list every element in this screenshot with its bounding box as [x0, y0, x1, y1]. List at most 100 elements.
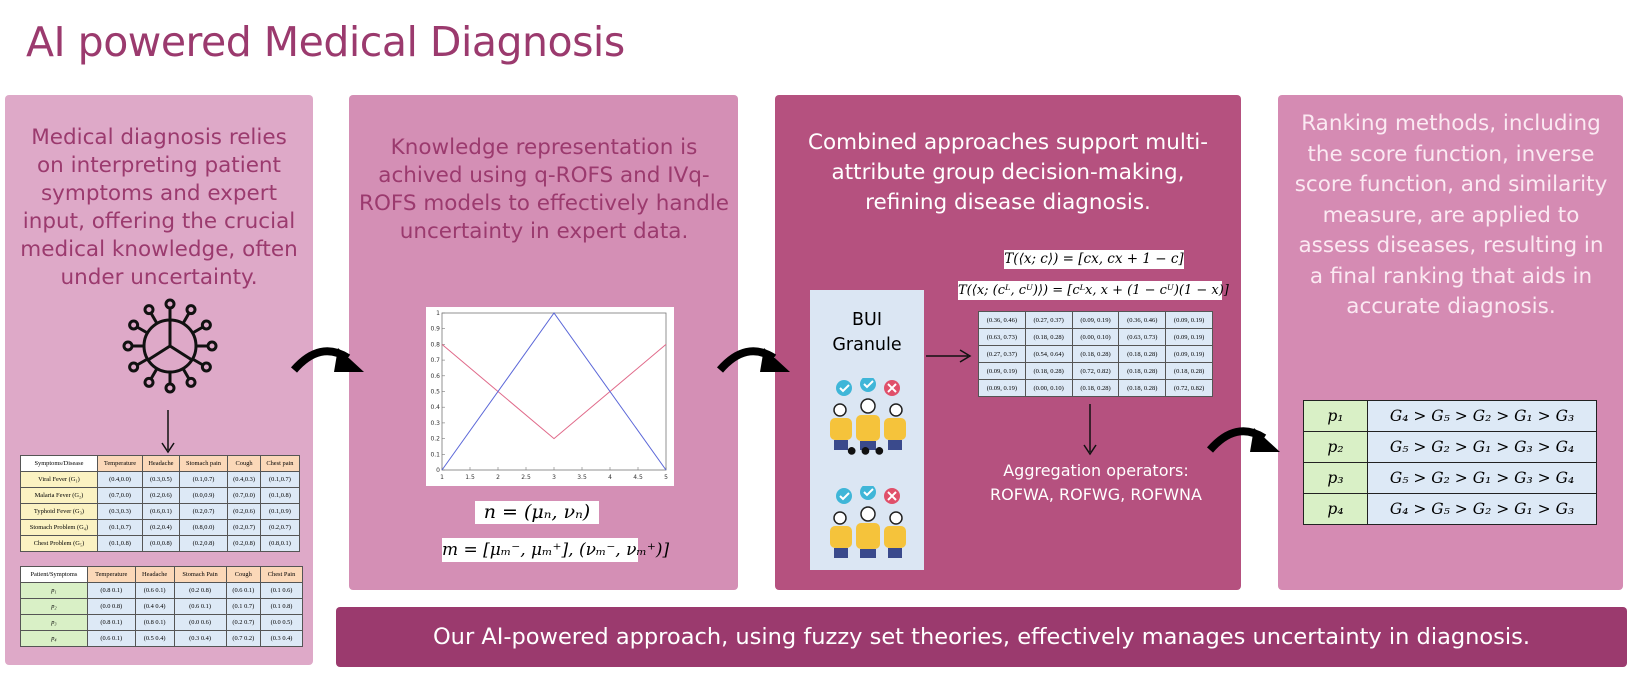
- chart-x-tick-label: 1.5: [465, 474, 475, 481]
- symptoms-table-header: Headache: [142, 455, 180, 472]
- matrix-cell: (0.09, 0.19): [1165, 345, 1213, 363]
- matrix-cell: (0.09, 0.19): [978, 379, 1026, 397]
- chart-x-tick-label: 3.5: [577, 474, 587, 481]
- patients-table-cell: (0.6 0.1): [86, 630, 136, 647]
- matrix-cell: (0.36, 0.46): [978, 311, 1026, 329]
- symptoms-table-header: Chest pain: [259, 455, 301, 472]
- symptoms-table-cell: (0.4,0.3): [227, 471, 261, 488]
- symptoms-table-cell: (0.2,0.7): [259, 519, 301, 536]
- matrix-cell: (0.18, 0.28): [1071, 345, 1120, 363]
- patients-table-cell: (0.0 0.8): [86, 598, 136, 615]
- aggregation-title: Aggregation operators:: [1003, 461, 1189, 480]
- symptoms-table-header: Stomach pain: [178, 455, 229, 472]
- chart-y-tick-label: 0.6: [430, 373, 440, 380]
- patients-table-cell: (0.1 0.7): [225, 598, 262, 615]
- patients-table-row: p₂(0.0 0.8)(0.4 0.4)(0.6 0.1)(0.1 0.7)(0…: [20, 598, 303, 615]
- curved-arrow-icon: [290, 347, 364, 373]
- matrix-cell: (0.18, 0.28): [1118, 345, 1167, 363]
- ranking-patient: p₃: [1303, 462, 1368, 494]
- matrix-cell: (0.27, 0.37): [978, 345, 1026, 363]
- aggregation-operators: Aggregation operators: ROFWA, ROFWG, ROF…: [985, 459, 1207, 507]
- matrix-cell: (0.18, 0.28): [1118, 379, 1167, 397]
- patients-table-cell: (0.3 0.4): [173, 630, 227, 647]
- bui-label: BUI Granule: [810, 308, 924, 358]
- symptoms-table-cell: (0.0,0.9): [178, 487, 229, 504]
- patients-table-cell: (0.3 0.4): [260, 630, 303, 647]
- matrix-cell: (0.18, 0.28): [1118, 362, 1167, 380]
- matrix-cell: (0.27, 0.37): [1024, 311, 1073, 329]
- symptoms-table-cell: (0.2,0.6): [142, 487, 180, 504]
- panel4-text: Ranking methods, including the score fun…: [1294, 111, 1608, 319]
- symptoms-table-cell: (0.3,0.3): [96, 503, 144, 520]
- chart-x-tick-label: 3: [552, 474, 556, 481]
- patients-table-cell: (0.1 0.8): [260, 598, 303, 615]
- matrix-row: (0.09, 0.19)(0.00, 0.10)(0.18, 0.28)(0.1…: [978, 379, 1213, 397]
- symptoms-table-row-label: Stomach Problem (G₄): [20, 519, 98, 536]
- symptoms-table-cell: (0.1,0.8): [259, 487, 301, 504]
- chart-x-tick-label: 2: [496, 474, 500, 481]
- matrix-cell: (0.09, 0.19): [978, 362, 1026, 380]
- panel1-text: Medical diagnosis relies on interpreting…: [20, 125, 298, 290]
- patients-table-cell: (0.7 0.2): [225, 630, 262, 647]
- symptoms-table-row-label: Chest Problem (G₅): [20, 535, 98, 552]
- matrix-cell: (0.00, 0.10): [1024, 379, 1073, 397]
- symptoms-table-cell: (0.2,0.4): [142, 519, 180, 536]
- chart-y-tick-label: 0: [436, 467, 440, 474]
- symptoms-table-header: Temperature: [96, 455, 144, 472]
- symptoms-table-corner: Symptoms/Disease: [20, 455, 98, 472]
- chart-y-tick-label: 0.3: [430, 420, 440, 427]
- ranking-order: G₄ > G₅ > G₂ > G₁ > G₃: [1367, 400, 1597, 432]
- chart-y-tick-label: 0.9: [430, 326, 440, 333]
- aggregation-list: ROFWA, ROFWG, ROFWNA: [990, 485, 1202, 504]
- patients-table-cell: (0.2 0.8): [173, 582, 227, 599]
- symptoms-table-cell: (0.4,0.0): [96, 471, 144, 488]
- symptoms-table-cell: (0.7,0.0): [227, 487, 261, 504]
- patients-table-row-label: p₃: [20, 614, 88, 631]
- symptoms-table-cell: (0.1,0.7): [178, 471, 229, 488]
- symptoms-table-cell: (0.8,0.1): [259, 535, 301, 552]
- chart-y-tick-label: 0.4: [430, 404, 440, 411]
- symptoms-table-cell: (0.2,0.8): [178, 535, 229, 552]
- symptoms-table-row-label: Viral Fever (G₁): [20, 471, 98, 488]
- chart-x-tick-label: 2.5: [521, 474, 531, 481]
- symptoms-table-row: Chest Problem (G₅)(0.1,0.8)(0.0,0.8)(0.2…: [20, 535, 301, 552]
- matrix-cell: (0.09, 0.19): [1165, 311, 1213, 329]
- chart-x-tick-label: 4.5: [633, 474, 643, 481]
- patients-table-header: Cough: [225, 566, 262, 583]
- formula-transform-2: T(⟨x; (cᴸ, cᵁ)⟩) = [cᴸx, x + (1 − cᵁ)(1 …: [958, 281, 1229, 300]
- symptoms-table-cell: (0.0,0.8): [142, 535, 180, 552]
- symptoms-table-cell: (0.3,0.5): [142, 471, 180, 488]
- symptoms-table-cell: (0.8,0.0): [178, 519, 229, 536]
- arrow-down-icon: [161, 410, 175, 454]
- aggregation-matrix: (0.36, 0.46)(0.27, 0.37)(0.09, 0.19)(0.3…: [978, 311, 1213, 397]
- symptoms-table-row: Malaria Fever (G₂)(0.7,0.0)(0.2,0.6)(0.0…: [20, 487, 301, 504]
- patients-table-header: Temperature: [86, 566, 136, 583]
- matrix-cell: (0.36, 0.46): [1118, 311, 1167, 329]
- symptoms-table-row-label: Malaria Fever (G₂): [20, 487, 98, 504]
- symptoms-table-row-label: Typhoid Fever (G₃): [20, 503, 98, 520]
- symptoms-table-cell: (0.1,0.9): [259, 503, 301, 520]
- patients-table-cell: (0.0 0.5): [260, 614, 303, 631]
- curved-arrow-icon: [716, 347, 790, 373]
- patients-table-cell: (0.8 0.1): [86, 614, 136, 631]
- ranking-patient: p₁: [1303, 400, 1368, 432]
- symptoms-table-header: Cough: [227, 455, 261, 472]
- symptoms-table-cell: (0.1,0.7): [96, 519, 144, 536]
- symptoms-table-cell: (0.7,0.0): [96, 487, 144, 504]
- matrix-cell: (0.00, 0.10): [1071, 328, 1120, 346]
- matrix-row: (0.09, 0.19)(0.18, 0.28)(0.72, 0.82)(0.1…: [978, 362, 1213, 380]
- symptoms-table-cell: (0.1,0.7): [259, 471, 301, 488]
- ranking-order: G₅ > G₂ > G₁ > G₃ > G₄: [1367, 431, 1597, 463]
- ellipsis-dots: ●●●: [846, 440, 888, 460]
- chart-y-tick-label: 0.8: [430, 341, 440, 348]
- matrix-cell: (0.54, 0.64): [1024, 345, 1073, 363]
- matrix-row: (0.63, 0.73)(0.18, 0.28)(0.00, 0.10)(0.6…: [978, 328, 1213, 346]
- panel2-text: Knowledge representation is achived usin…: [359, 135, 729, 244]
- matrix-cell: (0.18, 0.28): [1165, 362, 1213, 380]
